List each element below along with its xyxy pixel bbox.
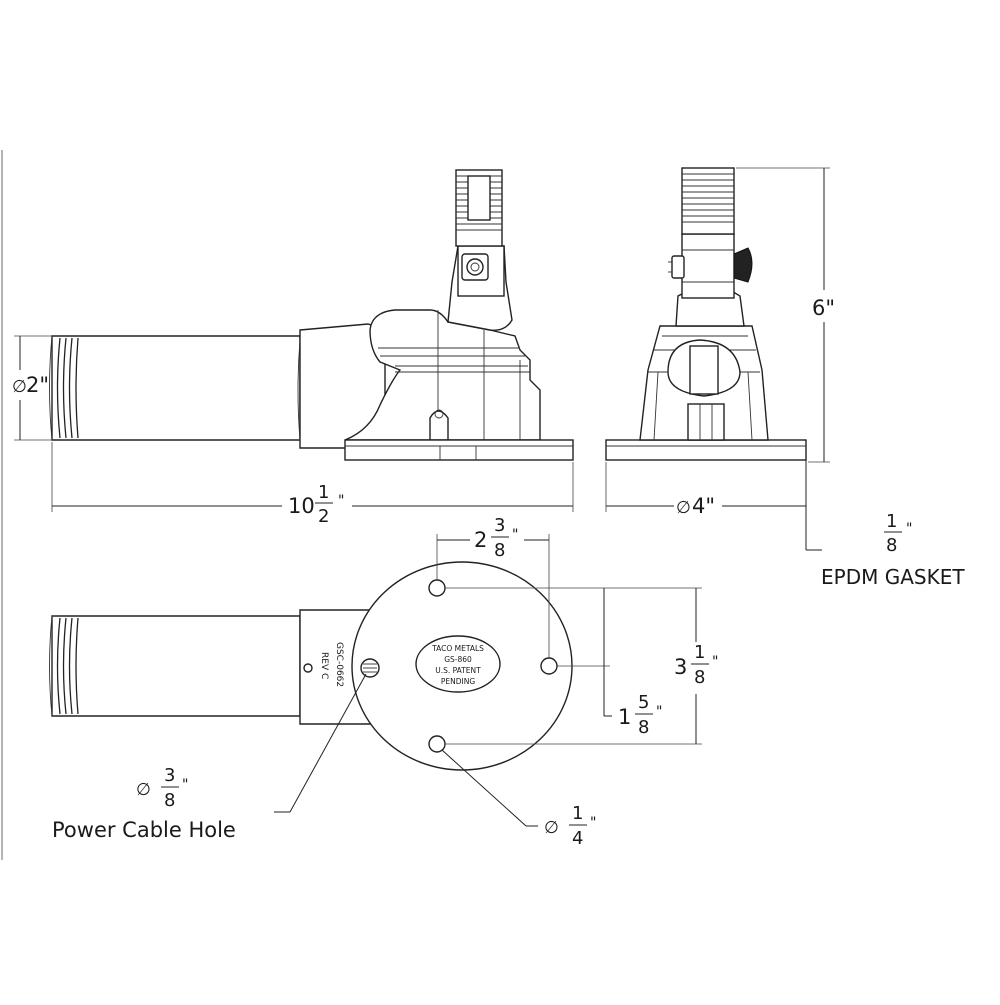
base-diameter-dimension: ∅ 4" bbox=[605, 462, 807, 518]
base-diameter-value: 4" bbox=[692, 494, 715, 518]
front-view-box bbox=[687, 403, 725, 441]
hole-offset-y-whole: 1 bbox=[618, 705, 631, 729]
front-view-threads bbox=[682, 173, 734, 223]
cable-hole-callout: ∅ 3 8 " Power Cable Hole bbox=[52, 673, 367, 842]
hole-offset-y-num: 5 bbox=[638, 692, 649, 713]
front-view-screw bbox=[671, 255, 685, 279]
mount-hole-callout: ∅ 1 4 " bbox=[441, 749, 596, 849]
bottom-view: GSC-0662 REV C TACO METALS GS-860 U.S. P… bbox=[49, 561, 573, 771]
id-plate bbox=[415, 635, 501, 693]
mount-hole-bottom bbox=[428, 735, 446, 753]
gasket-den: 8 bbox=[886, 535, 897, 556]
overall-length-dimension: 10 1 2 " bbox=[51, 442, 574, 527]
gasket-num: 1 bbox=[886, 511, 897, 532]
hole-spacing-x-num: 3 bbox=[494, 515, 505, 536]
height-dimension: 6" bbox=[736, 167, 835, 463]
overall-length-whole: 10 bbox=[288, 494, 315, 518]
front-view-base bbox=[605, 439, 807, 461]
part-rev: REV C bbox=[319, 652, 329, 679]
side-view-base bbox=[344, 439, 574, 461]
plate-line3: U.S. PATENT bbox=[435, 666, 481, 675]
hole-spacing-y-den: 8 bbox=[694, 667, 705, 688]
hole-spacing-y-whole: 3 bbox=[674, 655, 687, 679]
hole-spacing-y-dimension: 3 1 8 " bbox=[445, 587, 718, 745]
gasket-unit: " bbox=[906, 521, 912, 537]
front-view-yoke bbox=[689, 345, 719, 395]
front-view bbox=[605, 167, 807, 461]
bottom-view-pin bbox=[303, 663, 313, 673]
tube-diameter-value: 2" bbox=[26, 373, 49, 397]
base-diameter-symbol: ∅ bbox=[676, 498, 691, 518]
mount-hole-den: 4 bbox=[572, 828, 583, 849]
mount-hole-top bbox=[428, 579, 446, 597]
height-value: 6" bbox=[812, 296, 835, 320]
overall-length-unit: " bbox=[338, 493, 344, 509]
plate-line2: GS-860 bbox=[444, 655, 472, 664]
mount-hole-symbol: ∅ bbox=[544, 818, 559, 838]
side-view-tube bbox=[51, 335, 301, 441]
tube-diameter-dimension: ∅ 2" bbox=[12, 335, 52, 441]
side-view-slot bbox=[467, 175, 491, 221]
front-view-knuckle bbox=[681, 233, 735, 299]
gasket-callout: 1 8 " EPDM GASKET bbox=[805, 460, 965, 589]
hole-spacing-x-den: 8 bbox=[494, 540, 505, 561]
side-view bbox=[49, 169, 574, 461]
cable-hole-unit: " bbox=[182, 777, 188, 793]
mount-hole-num: 1 bbox=[572, 803, 583, 824]
hole-offset-y-den: 8 bbox=[638, 717, 649, 738]
cable-hole-den: 8 bbox=[164, 790, 175, 811]
overall-length-den: 2 bbox=[318, 506, 329, 527]
tube-diameter-symbol: ∅ bbox=[12, 377, 27, 397]
hole-offset-y-unit: " bbox=[656, 704, 662, 720]
mount-hole-unit: " bbox=[590, 815, 596, 831]
hole-spacing-x-unit: " bbox=[512, 527, 518, 543]
cable-hole-symbol: ∅ bbox=[136, 780, 151, 800]
cable-hole-label: Power Cable Hole bbox=[52, 818, 236, 842]
part-code: GSC-0662 bbox=[334, 642, 344, 687]
hole-spacing-y-num: 1 bbox=[694, 642, 705, 663]
mount-hole-right bbox=[540, 657, 558, 675]
hole-spacing-x-whole: 2 bbox=[474, 528, 487, 552]
hole-spacing-y-unit: " bbox=[712, 654, 718, 670]
gasket-label: EPDM GASKET bbox=[821, 565, 965, 589]
bottom-view-tube bbox=[51, 615, 301, 717]
side-view-collar bbox=[299, 323, 386, 449]
side-view-screw-boss bbox=[429, 410, 449, 441]
front-view-knob bbox=[733, 247, 753, 283]
front-view-threaded-post bbox=[681, 167, 735, 235]
plate-line1: TACO METALS bbox=[431, 644, 484, 653]
hole-offset-y-dimension: 1 5 8 " bbox=[557, 588, 662, 738]
hole-spacing-x-dimension: 2 3 8 " bbox=[436, 515, 550, 658]
cable-hole-num: 3 bbox=[164, 765, 175, 786]
overall-length-num: 1 bbox=[318, 482, 329, 503]
plate-line4: PENDING bbox=[441, 677, 475, 686]
